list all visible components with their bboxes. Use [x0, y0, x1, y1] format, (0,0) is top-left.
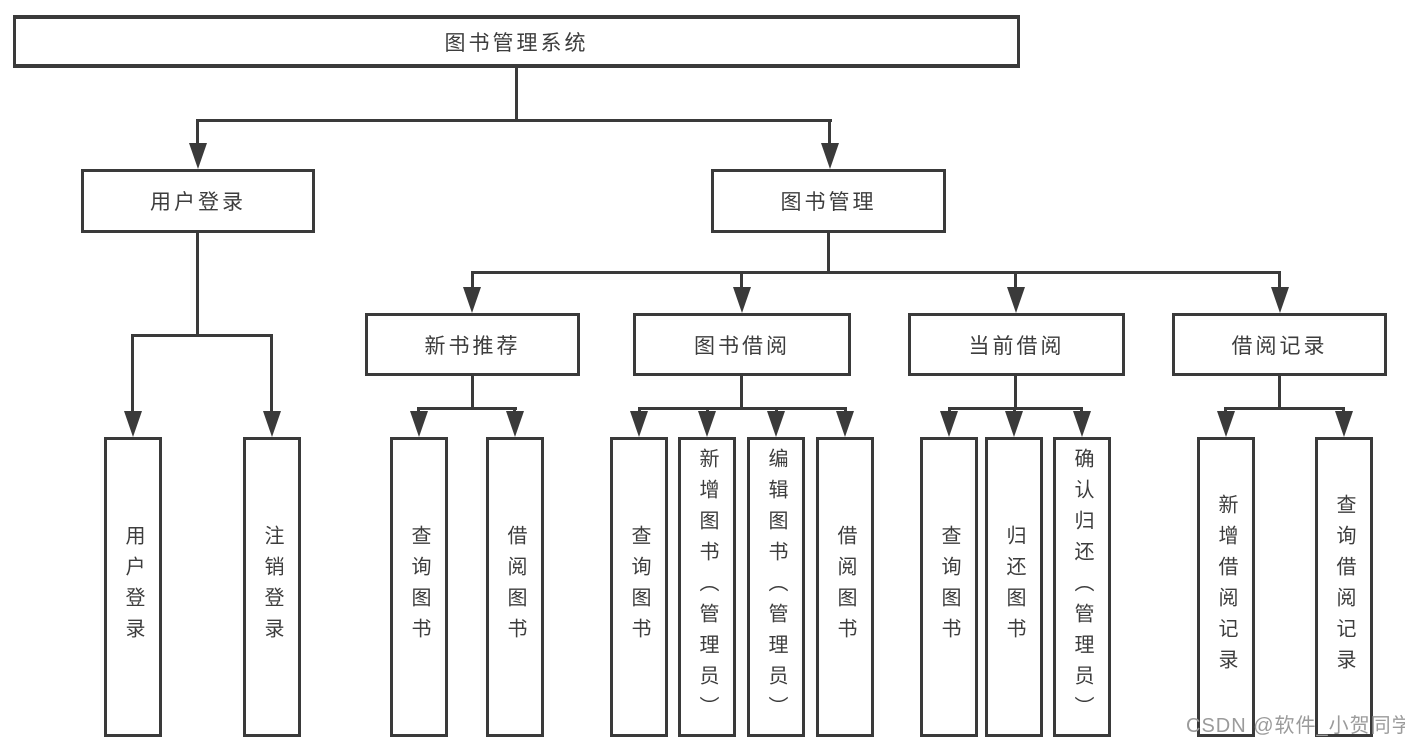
- leaf-confirm-return-admin: 确认归还（管理员）: [1053, 437, 1111, 737]
- connector-line: [1080, 407, 1083, 414]
- node-label: 编辑图书（管理员）: [765, 447, 787, 727]
- arrowhead: [1007, 287, 1025, 313]
- connector-line: [131, 334, 134, 413]
- connector-line: [775, 407, 778, 414]
- connector-line: [515, 66, 518, 122]
- node-user-login: 用户登录: [81, 169, 315, 233]
- connector-line: [827, 231, 830, 274]
- connector-line: [270, 334, 273, 413]
- node-label: 图书管理系统: [444, 31, 589, 55]
- arrowhead: [1073, 411, 1091, 437]
- node-label: 用户登录: [150, 191, 246, 214]
- connector-line: [948, 407, 951, 414]
- node-label: 借阅记录: [1231, 334, 1328, 358]
- leaf-query-books-2: 查询图书: [610, 437, 668, 737]
- node-current-borrowing: 当前借阅: [908, 313, 1125, 376]
- connector-line: [471, 374, 474, 410]
- connector-line: [1278, 271, 1281, 289]
- csdn-watermark: CSDN @软件_小贺同学: [1186, 715, 1405, 737]
- connector-line: [417, 407, 517, 410]
- arrowhead: [1335, 411, 1353, 437]
- node-label: 新书推荐: [424, 334, 521, 358]
- connector-line: [196, 119, 199, 147]
- connector-line: [844, 407, 847, 414]
- connector-line: [828, 119, 831, 147]
- arrowhead: [506, 411, 524, 437]
- leaf-query-books-3: 查询图书: [920, 437, 978, 737]
- node-borrowing-records: 借阅记录: [1172, 313, 1387, 376]
- leaf-edit-books-admin: 编辑图书（管理员）: [747, 437, 805, 737]
- connector-line: [513, 407, 516, 414]
- connector-line: [131, 334, 273, 337]
- leaf-return-books: 归还图书: [985, 437, 1043, 737]
- connector-line: [1014, 374, 1017, 410]
- connector-line: [638, 407, 847, 410]
- leaf-logout: 注销登录: [243, 437, 301, 737]
- connector-line: [740, 374, 743, 410]
- arrowhead: [821, 143, 839, 169]
- connector-line: [1342, 407, 1345, 414]
- arrowhead: [630, 411, 648, 437]
- node-label: 图书借阅: [694, 334, 790, 358]
- node-book-management: 图书管理: [711, 169, 946, 233]
- arrowhead: [1271, 287, 1289, 313]
- arrowhead: [463, 287, 481, 313]
- arrowhead: [189, 143, 207, 169]
- connector-line: [1278, 374, 1281, 410]
- leaf-borrow-books-2: 借阅图书: [816, 437, 874, 737]
- node-label: 借阅图书: [504, 525, 526, 649]
- arrowhead: [733, 287, 751, 313]
- connector-line: [417, 407, 420, 414]
- leaf-user-login: 用户登录: [104, 437, 162, 737]
- connector-line: [706, 407, 709, 414]
- node-label: 借阅图书: [834, 525, 856, 649]
- arrowhead: [1217, 411, 1235, 437]
- connector-line: [1224, 407, 1345, 410]
- arrowhead: [767, 411, 785, 437]
- arrowhead: [698, 411, 716, 437]
- node-new-book-recommend: 新书推荐: [365, 313, 580, 376]
- node-label: 注销登录: [261, 525, 283, 649]
- arrowhead: [410, 411, 428, 437]
- leaf-query-books-1: 查询图书: [390, 437, 448, 737]
- node-book-borrowing: 图书借阅: [633, 313, 851, 376]
- leaf-add-borrow-record: 新增借阅记录: [1197, 437, 1255, 737]
- arrowhead: [263, 411, 281, 437]
- leaf-add-books-admin: 新增图书（管理员）: [678, 437, 736, 737]
- node-label: 确认归还（管理员）: [1071, 447, 1093, 727]
- connector-line: [1014, 271, 1017, 289]
- connector-line: [196, 231, 199, 337]
- connector-line: [1224, 407, 1227, 414]
- node-label: 当前借阅: [968, 334, 1065, 358]
- connector-line: [1013, 407, 1016, 414]
- arrowhead: [124, 411, 142, 437]
- leaf-query-borrow-record: 查询借阅记录: [1315, 437, 1373, 737]
- node-root: 图书管理系统: [13, 15, 1020, 68]
- arrowhead: [940, 411, 958, 437]
- node-label: 归还图书: [1003, 525, 1025, 649]
- arrowhead: [836, 411, 854, 437]
- node-label: 用户登录: [122, 525, 144, 649]
- connector-line: [638, 407, 641, 414]
- node-label: 查询图书: [628, 525, 650, 649]
- connector-line: [471, 271, 1281, 274]
- connector-line: [196, 119, 832, 122]
- node-label: 查询借阅记录: [1333, 494, 1355, 680]
- node-label: 新增借阅记录: [1215, 494, 1237, 680]
- node-label: 图书管理: [780, 191, 877, 214]
- connector-line: [471, 271, 474, 289]
- leaf-borrow-books-1: 借阅图书: [486, 437, 544, 737]
- node-label: 查询图书: [938, 525, 960, 649]
- arrowhead: [1005, 411, 1023, 437]
- node-label: 新增图书（管理员）: [696, 447, 718, 727]
- node-label: 查询图书: [408, 525, 430, 649]
- connector-line: [740, 271, 743, 289]
